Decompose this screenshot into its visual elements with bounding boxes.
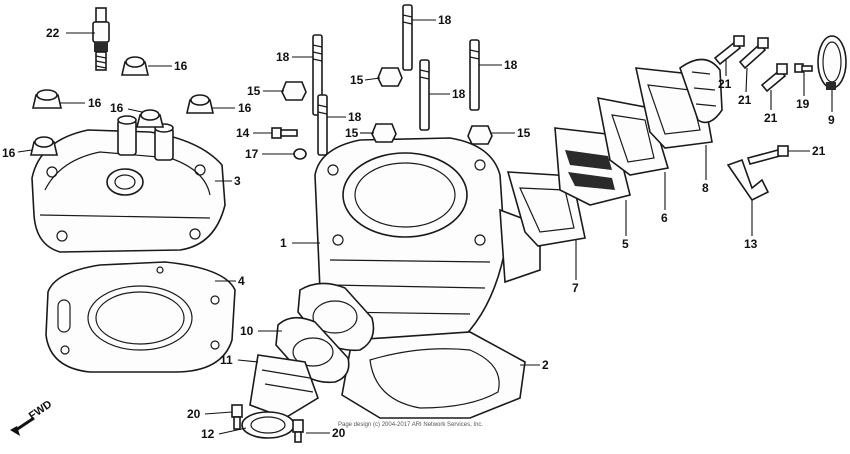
callout-15-c: 15 bbox=[345, 126, 359, 140]
callout-18-a: 18 bbox=[276, 50, 290, 64]
callout-17: 17 bbox=[245, 147, 259, 161]
callout-15-a: 15 bbox=[247, 84, 261, 98]
callout-5: 5 bbox=[622, 237, 629, 251]
callout-8: 8 bbox=[702, 181, 709, 195]
callout-21-d: 21 bbox=[812, 144, 826, 158]
callout-18-b: 18 bbox=[438, 13, 452, 27]
callout-3: 3 bbox=[234, 174, 241, 188]
callout-14: 14 bbox=[236, 126, 250, 140]
callout-16-d: 16 bbox=[238, 101, 252, 115]
callout-4: 4 bbox=[238, 274, 245, 288]
callout-16-b: 16 bbox=[88, 96, 102, 110]
callout-15-b: 15 bbox=[350, 73, 364, 87]
callout-16-a: 16 bbox=[174, 59, 188, 73]
callout-13: 13 bbox=[744, 237, 758, 251]
callout-labels: 22 16 16 16 16 16 3 4 18 18 18 18 18 15 … bbox=[2, 13, 835, 441]
base-gasket-part[interactable] bbox=[341, 331, 526, 419]
flange-nuts[interactable] bbox=[281, 67, 493, 145]
stud-bolts[interactable] bbox=[312, 4, 480, 156]
callout-7: 7 bbox=[572, 281, 579, 295]
callout-20-a: 20 bbox=[187, 407, 201, 421]
cap-nuts[interactable] bbox=[29, 56, 215, 156]
fwd-label: FWD bbox=[27, 398, 54, 422]
spark-plug-part[interactable] bbox=[92, 7, 110, 71]
clip-bracket-part[interactable] bbox=[726, 158, 770, 202]
callout-11: 11 bbox=[220, 353, 233, 367]
callout-18-d: 18 bbox=[452, 87, 466, 101]
leader-lines bbox=[17, 19, 833, 435]
callout-10: 10 bbox=[240, 324, 254, 338]
callout-21-a: 21 bbox=[718, 77, 732, 91]
callout-19: 19 bbox=[796, 97, 810, 111]
callout-1: 1 bbox=[280, 236, 287, 250]
callout-18-e: 18 bbox=[348, 110, 362, 124]
head-gasket-part[interactable] bbox=[45, 261, 236, 373]
small-bolts[interactable] bbox=[231, 35, 813, 443]
callout-21-c: 21 bbox=[764, 111, 778, 125]
callout-18-c: 18 bbox=[504, 58, 518, 72]
callout-2: 2 bbox=[542, 358, 549, 372]
callout-12: 12 bbox=[201, 427, 215, 441]
callout-22: 22 bbox=[46, 26, 60, 40]
callout-16-e: 16 bbox=[2, 146, 16, 160]
cylinder-head-part[interactable] bbox=[31, 115, 226, 253]
callout-9: 9 bbox=[828, 113, 835, 127]
copyright-text: Page design (c) 2004-2017 ARI Network Se… bbox=[338, 422, 483, 428]
forward-arrow-icon: FWD bbox=[10, 398, 54, 436]
intake-manifold-part[interactable] bbox=[634, 58, 723, 149]
hose-clamp-part[interactable] bbox=[817, 35, 847, 90]
exhaust-joint-part[interactable] bbox=[241, 354, 319, 439]
callout-15-d: 15 bbox=[517, 126, 531, 140]
callout-16-c: 16 bbox=[110, 101, 124, 115]
callout-6: 6 bbox=[661, 211, 668, 225]
callout-20-b: 20 bbox=[332, 426, 346, 440]
callout-21-b: 21 bbox=[738, 93, 752, 107]
